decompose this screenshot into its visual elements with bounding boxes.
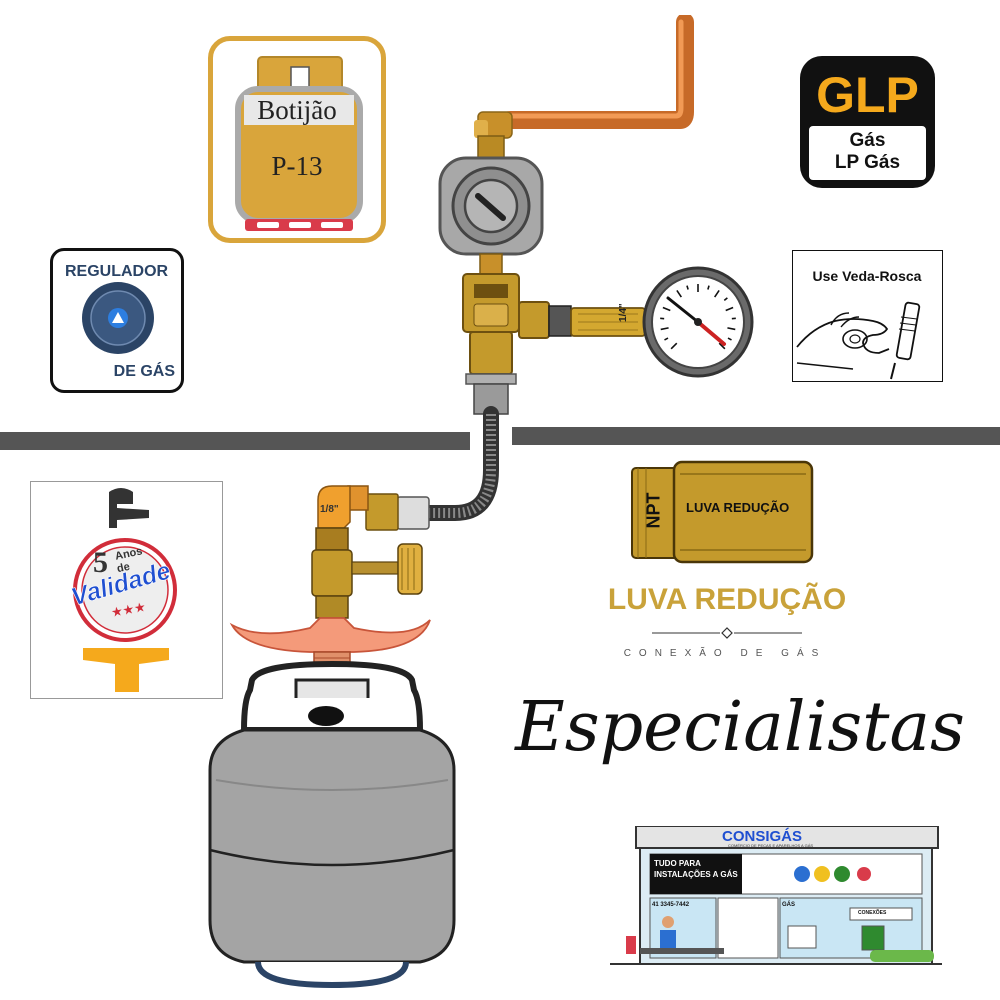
glp-line1: Gás — [849, 130, 886, 151]
gauge-tick — [727, 327, 736, 331]
veda-rosca-title: Use Veda-Rosca — [812, 268, 922, 284]
cylinder-valve-handle — [229, 617, 431, 653]
luva-fitting-icon — [631, 460, 814, 564]
gauge-tick — [725, 306, 734, 312]
gauge-tick — [670, 342, 678, 350]
regulador-line2: DE GÁS — [113, 363, 175, 380]
gauge-fitting-size: 1/4" — [618, 303, 629, 322]
glp-inner: Gás LP Gás — [809, 126, 926, 180]
gauge-tick — [686, 285, 689, 290]
botijao-title: Botijão — [257, 95, 337, 125]
storefront: CONSIGÁS COMÉRCIO DE PEÇAS E APARELHOS A… — [610, 826, 942, 974]
gauge-tick — [707, 285, 710, 290]
valve-body — [311, 549, 353, 597]
gas-assembly-diagram: 1/4" 1/8" — [208, 15, 754, 989]
hose-fitting-size: 1/8" — [320, 504, 339, 515]
gauge-needle — [666, 296, 700, 324]
divider-left — [0, 432, 470, 450]
storefront-illustration — [610, 826, 942, 965]
cylinder-body — [208, 728, 456, 964]
luva-fitting: NPT LUVA REDUÇÃO — [628, 460, 818, 564]
gauge-tick — [662, 306, 671, 312]
regulador-card: REGULADOR DE GÁS — [50, 248, 184, 393]
veda-rosca-card: Use Veda-Rosca — [792, 250, 943, 382]
store-tagline: COMÉRCIO DE PEÇAS E APARELHOS A GÁS — [728, 843, 814, 848]
gauge-tick — [727, 337, 732, 341]
botijao-model: P-13 — [271, 151, 323, 181]
gauge-tick — [660, 327, 669, 331]
copper-pipe — [501, 15, 694, 129]
glp-line2: LP Gás — [834, 152, 901, 173]
glp-card: GLP Gás LP Gás — [800, 56, 935, 188]
gauge-tick — [714, 289, 720, 298]
gauge-tick — [676, 289, 682, 298]
hand-tape-icon — [796, 301, 921, 380]
validade-number: 5 — [93, 546, 108, 579]
valve-handwheel — [397, 543, 423, 595]
botijao-icon — [235, 56, 363, 231]
especialistas-heading: Especialistas — [515, 688, 965, 767]
ornament-divider — [652, 627, 802, 639]
luva-subtitle: CONEXÃO DE GÁS — [623, 648, 827, 659]
store-banner: TUDO PARA INSTALAÇÕES A GÁS — [654, 859, 738, 879]
divider-right — [512, 427, 1000, 445]
glp-title: GLP — [816, 67, 919, 123]
store-phone: 41 3345-7442 — [652, 902, 690, 908]
luva-heading: LUVA REDUÇÃO — [607, 583, 847, 616]
gauge-tick — [723, 297, 728, 302]
validade-seal-icon — [73, 488, 177, 692]
store-sign-gas: GÁS — [782, 902, 796, 908]
store-brand: CONSIGÁS — [722, 828, 803, 845]
store-sign-conexoes: CONEXÕES — [858, 910, 887, 916]
validade-card: 5 Anos de Validade ★★★ — [30, 481, 223, 699]
gauge-tick — [664, 337, 669, 341]
regulator-icon — [82, 282, 154, 354]
botijao-card: Botijão P-13 — [208, 36, 386, 243]
regulador-line1: REGULADOR — [65, 263, 169, 280]
orange-elbow — [317, 485, 351, 529]
luva-npt-label: NPT — [643, 492, 664, 529]
luva-fitting-label: LUVA REDUÇÃO — [686, 500, 790, 515]
gauge-tick — [718, 342, 726, 350]
